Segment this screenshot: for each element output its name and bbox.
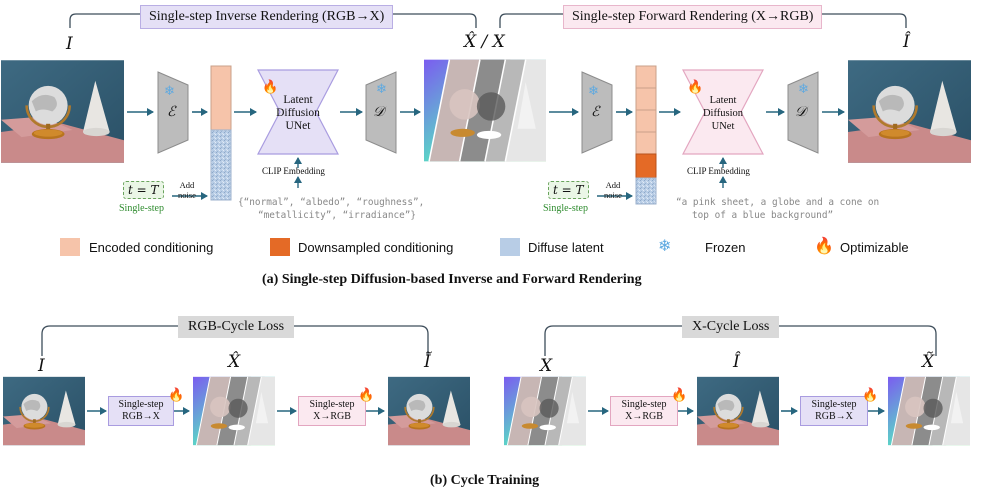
step-x-to-rgb-2: Single-step X→RGB [610, 396, 678, 426]
cycle-label-I-hat: Î [733, 352, 740, 372]
inverse-rendering-title: Single-step Inverse Rendering (RGB→X) [140, 5, 394, 29]
clip-embedding-label: CLIP Embedding [262, 166, 325, 176]
clip-embedding-label-fwd: CLIP Embedding [687, 166, 750, 176]
downsampled-latent [635, 153, 657, 179]
cycle-I-hat [697, 376, 779, 446]
intrinsic-stack-image [424, 58, 546, 163]
cycle-X-tilde [888, 376, 970, 446]
snowflake-icon: ❄ [798, 81, 809, 96]
legend-encoded: Encoded conditioning [89, 240, 214, 255]
unet-inverse-label: Latent Diffusion UNet [276, 94, 320, 132]
diffuse-latent [210, 129, 232, 201]
fire-icon: 🔥 [814, 238, 834, 255]
unet-forward [682, 69, 764, 155]
step-rgb-to-x-1: Single-step RGB→X [108, 396, 174, 426]
add-noise-label-fwd: Add noise [604, 180, 622, 200]
unet-forward-label: Latent Diffusion UNet [702, 95, 744, 132]
label-X-hat-over-X: X̂ / X [464, 32, 505, 52]
add-noise-label: Add noise [178, 180, 196, 200]
fire-icon: 🔥 [358, 387, 375, 402]
encoder-symbol-fwd: ℰ [591, 104, 600, 120]
legend-optimizable: Optimizable [840, 240, 909, 255]
step-rgb-to-x-2: Single-step RGB→X [800, 396, 868, 426]
legend-diffuse-swatch [500, 238, 520, 256]
fire-icon: 🔥 [168, 387, 185, 402]
label-I-hat: Î [903, 32, 910, 52]
encoder-block-fwd [581, 71, 613, 154]
timestep-box: t = T [123, 181, 164, 199]
forward-prompt-line2: top of a blue background” [692, 210, 834, 221]
decoder-block-fwd [787, 71, 819, 154]
cycle-label-X: X [540, 356, 553, 376]
caption-a: (a) Single-step Diffusion-based Inverse … [262, 272, 642, 287]
fire-icon: 🔥 [671, 387, 688, 402]
decoder-symbol: 𝒟 [373, 104, 385, 120]
inverse-prompt-line2: “metallicity”, “irradiance”} [258, 210, 417, 221]
legend-encoded-swatch [60, 238, 80, 256]
fire-icon: 🔥 [862, 387, 879, 402]
inverse-prompt-line1: {“normal”, “albedo”, “roughness”, [238, 197, 425, 208]
snowflake-icon: ❄ [658, 238, 672, 255]
cycle-label-X-hat: X̂ [228, 352, 241, 372]
cycle-label-I: I [38, 356, 45, 376]
fire-icon: 🔥 [687, 79, 704, 94]
encoder-block [157, 71, 189, 154]
caption-b: (b) Cycle Training [430, 473, 540, 488]
cycle-label-I-tilde: Ĩ [424, 352, 431, 372]
encoded-latent-fwd [635, 65, 657, 155]
forward-prompt-line1: “a pink sheet, a globe and a cone on [676, 197, 880, 208]
cycle-input-I [3, 376, 85, 446]
forward-rendering-title: Single-step Forward Rendering (X→RGB) [563, 5, 823, 29]
rgb-cycle-title: RGB-Cycle Loss [178, 316, 295, 338]
cycle-I-tilde [388, 376, 470, 446]
snowflake-icon: ❄ [376, 81, 387, 96]
input-image-I [1, 60, 124, 163]
legend-downsampled-swatch [270, 238, 290, 256]
legend-diffuse: Diffuse latent [528, 240, 604, 255]
timestep-box-fwd: t = T [548, 181, 589, 199]
cycle-X-hat [193, 376, 275, 446]
decoder-symbol-fwd: 𝒟 [795, 104, 807, 120]
single-step-label-fwd: Single-step [543, 203, 588, 214]
cycle-label-X-tilde: X̃ [922, 352, 935, 372]
encoded-latent [210, 65, 232, 131]
diffuse-latent-fwd [635, 177, 657, 205]
legend-frozen: Frozen [705, 240, 746, 255]
output-image-I-hat [848, 60, 971, 163]
legend-downsampled: Downsampled conditioning [298, 240, 454, 255]
x-cycle-title: X-Cycle Loss [682, 316, 780, 338]
cycle-input-X [504, 376, 586, 446]
label-I: I [66, 34, 73, 54]
encoder-symbol: ℰ [167, 104, 176, 120]
fire-icon: 🔥 [262, 79, 279, 94]
single-step-label: Single-step [119, 203, 164, 214]
step-x-to-rgb-1: Single-step X→RGB [298, 396, 366, 426]
snowflake-icon: ❄ [588, 83, 599, 98]
decoder-block [365, 71, 397, 154]
snowflake-icon: ❄ [164, 83, 175, 98]
unet-inverse [257, 69, 339, 155]
